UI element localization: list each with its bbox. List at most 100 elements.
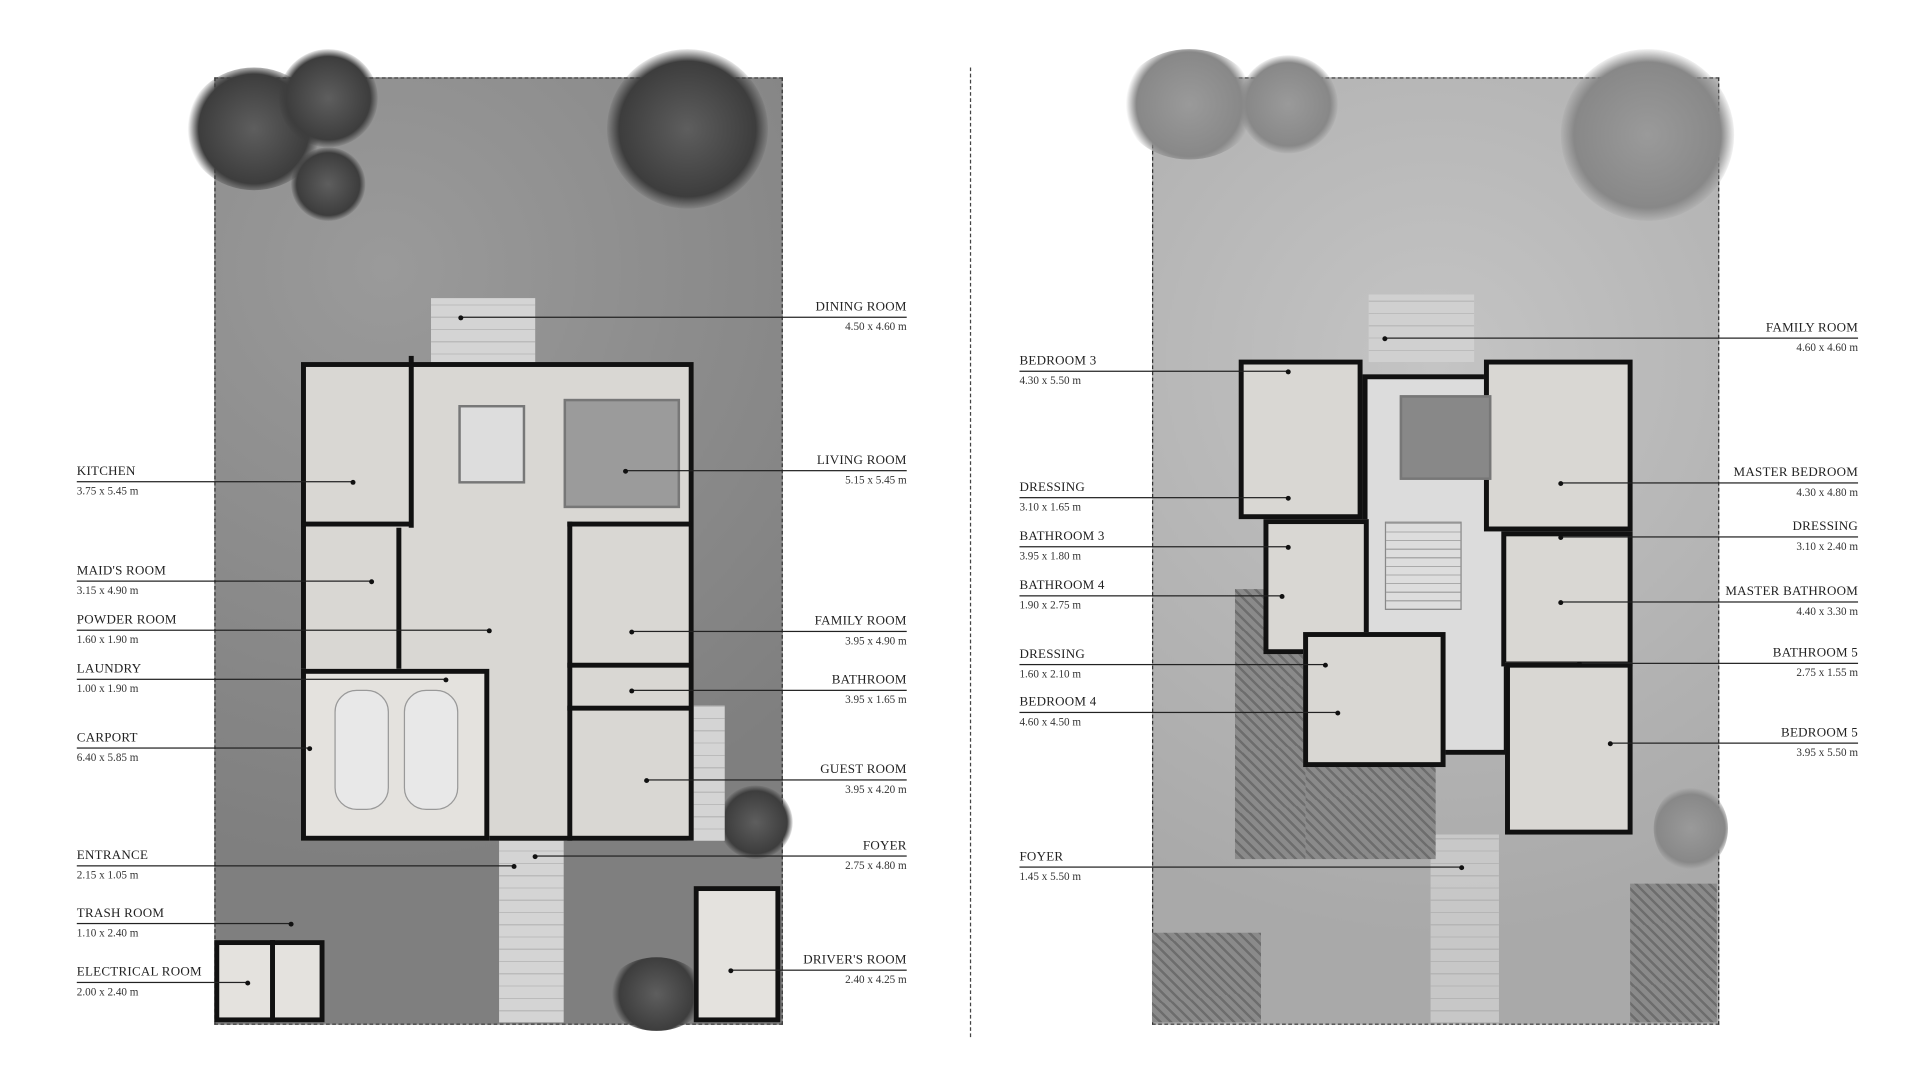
room-name: DRIVER'S ROOM xyxy=(803,953,907,968)
leader-line xyxy=(631,689,907,691)
room-dimensions: 3.95 x 4.90 m xyxy=(845,634,907,647)
leader-dot xyxy=(511,863,517,869)
leader-dot xyxy=(1285,495,1291,501)
room-name: LIVING ROOM xyxy=(816,454,907,468)
leader-dot xyxy=(1285,544,1291,550)
room-name: ELECTRICAL ROOM xyxy=(76,965,202,980)
room-name: MASTER BEDROOM xyxy=(1733,466,1859,480)
leader-dot xyxy=(369,578,375,584)
room-name: ENTRANCE xyxy=(76,849,149,863)
leader-line xyxy=(76,481,354,483)
room-dimensions: 3.10 x 1.65 m xyxy=(1019,500,1082,514)
room-name: FAMILY ROOM xyxy=(1765,321,1859,336)
floor-divider xyxy=(969,67,972,1038)
leader-dot xyxy=(458,314,464,320)
room-dimensions: 4.60 x 4.50 m xyxy=(1019,715,1082,728)
leader-dot xyxy=(644,777,650,783)
wall xyxy=(567,521,692,527)
leader-dot xyxy=(1279,593,1285,599)
room-label-dressing: DRESSING 3.10 x 2.40 m xyxy=(1792,520,1858,553)
leader-dot xyxy=(1558,599,1564,605)
leader-dot xyxy=(350,479,356,485)
leader-dot xyxy=(1322,662,1328,668)
side-paving xyxy=(687,705,725,841)
room-dimensions: 4.30 x 4.80 m xyxy=(1796,486,1859,499)
room-dimensions: 1.10 x 2.40 m xyxy=(76,926,139,939)
room-name: BATHROOM xyxy=(831,673,907,688)
drivers-room xyxy=(693,886,781,1023)
room-name: FOYER xyxy=(862,839,907,853)
leader-dot xyxy=(1382,335,1388,341)
leader-dot xyxy=(307,745,313,751)
room-dimensions: 1.45 x 5.50 m xyxy=(1019,870,1082,883)
leader-line xyxy=(1019,546,1289,548)
room-label-laundry: LAUNDRY 1.00 x 1.90 m xyxy=(77,663,142,696)
room-dimensions: 3.95 x 4.20 m xyxy=(845,783,907,796)
room-name: DRESSING xyxy=(1019,648,1086,662)
family-room-rug xyxy=(1399,395,1492,480)
master-bathroom xyxy=(1501,531,1633,667)
leader-dot xyxy=(1558,480,1564,486)
room-dimensions: 6.40 x 5.85 m xyxy=(76,751,139,764)
wall xyxy=(408,355,414,528)
leader-line xyxy=(535,855,907,857)
leader-dot xyxy=(629,628,635,634)
room-name: BEDROOM 5 xyxy=(1781,726,1859,741)
room-dimensions: 1.60 x 2.10 m xyxy=(1019,667,1082,680)
wall xyxy=(567,662,692,668)
wall xyxy=(396,527,402,669)
room-dimensions: 1.00 x 1.90 m xyxy=(76,682,139,695)
leader-dot xyxy=(1335,709,1341,715)
tree-icon xyxy=(606,957,707,1031)
leader-line xyxy=(646,779,907,781)
leader-line xyxy=(1560,601,1859,603)
leader-dot xyxy=(629,687,635,693)
room-name: MASTER BATHROOM xyxy=(1725,585,1859,599)
leader-line xyxy=(1019,595,1283,597)
room-name: DRESSING xyxy=(1019,481,1086,495)
living-room-rug xyxy=(563,398,681,509)
leader-line xyxy=(730,969,907,971)
room-label-master-bathroom: MASTER BATHROOM 4.40 x 3.30 m xyxy=(1725,585,1858,618)
room-label-master-bedroom: MASTER BEDROOM 4.30 x 4.80 m xyxy=(1734,466,1859,499)
room-dimensions: 1.90 x 2.75 m xyxy=(1019,598,1082,612)
room-name: DRESSING xyxy=(1792,520,1859,534)
room-name: POWDER ROOM xyxy=(76,613,177,628)
wall xyxy=(270,940,275,1023)
room-dimensions: 3.95 x 1.65 m xyxy=(845,693,907,706)
leader-dot xyxy=(443,676,449,682)
palm-tree-icon xyxy=(278,49,378,148)
leader-line xyxy=(1019,866,1462,868)
wall xyxy=(567,705,692,711)
room-name: BATHROOM 5 xyxy=(1772,646,1859,661)
room-name: BATHROOM 4 xyxy=(1019,579,1105,593)
roof-tiles xyxy=(1630,883,1717,1023)
leader-line xyxy=(76,678,446,680)
wall xyxy=(301,521,413,527)
room-dimensions: 3.95 x 1.80 m xyxy=(1019,549,1082,563)
leader-line xyxy=(625,470,907,472)
leader-dot xyxy=(728,967,734,973)
room-dimensions: 2.00 x 2.40 m xyxy=(76,985,139,998)
room-name: LAUNDRY xyxy=(76,662,142,677)
walkway-paving xyxy=(1430,834,1499,1023)
bathrooms xyxy=(1263,519,1369,655)
room-dimensions: 4.40 x 3.30 m xyxy=(1796,605,1859,618)
room-dimensions: 3.10 x 2.40 m xyxy=(1796,540,1859,553)
leader-dot xyxy=(1558,534,1564,540)
room-name: MAID'S ROOM xyxy=(76,564,167,579)
room-label-bathroom-4: BATHROOM 4 1.90 x 2.75 m xyxy=(1019,579,1104,612)
bedroom-4 xyxy=(1303,632,1446,768)
